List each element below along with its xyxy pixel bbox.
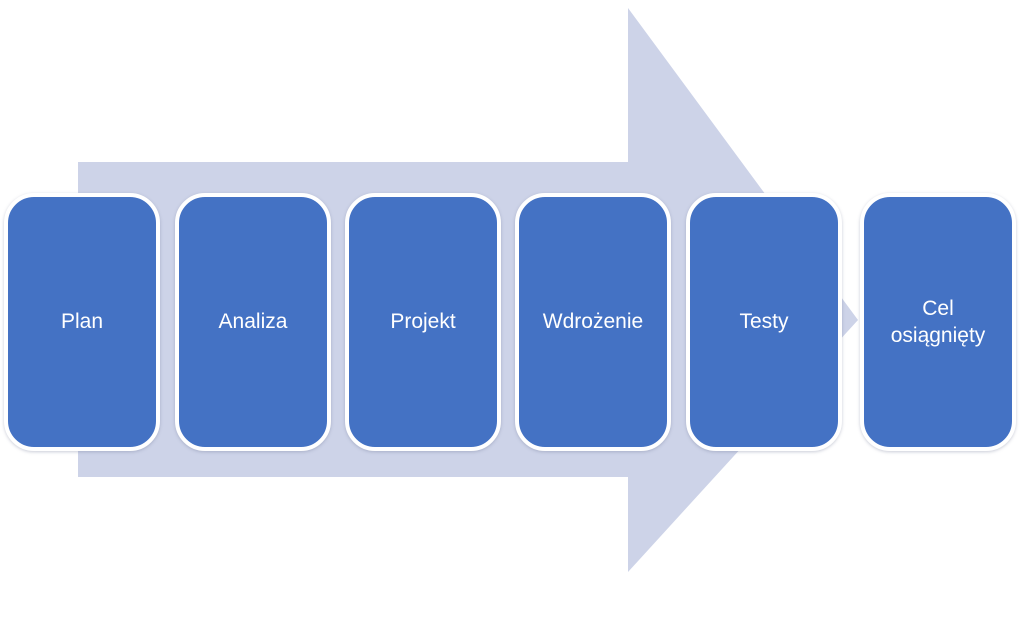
step-box-analiza: Analiza	[175, 193, 331, 451]
step-label-projekt: Projekt	[390, 310, 456, 334]
step-box-testy: Testy	[686, 193, 842, 451]
step-label-analiza: Analiza	[218, 310, 288, 334]
step-box-projekt: Projekt	[345, 193, 501, 451]
step-label-testy: Testy	[739, 310, 789, 334]
step-box-plan: Plan	[4, 193, 160, 451]
step-box-cel-osiagniety: Cel osiągnięty	[860, 193, 1016, 451]
step-label-cel-osiagniety: Cel osiągnięty	[890, 296, 986, 347]
step-label-wdrozenie: Wdrożenie	[542, 310, 644, 334]
step-label-plan: Plan	[60, 310, 104, 334]
step-box-wdrozenie: Wdrożenie	[515, 193, 671, 451]
